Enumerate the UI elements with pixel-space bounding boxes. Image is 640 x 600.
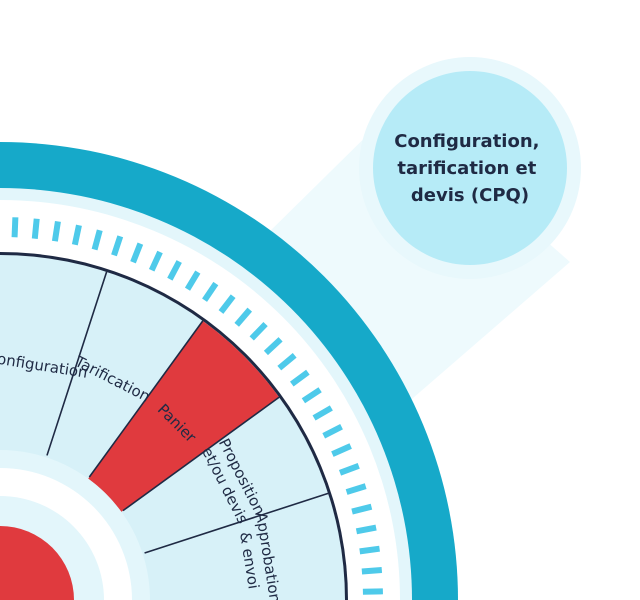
segment-panier-highlight (88, 320, 280, 512)
callout-line-1: Configuration, (394, 131, 539, 152)
cpq-callout: Configuration, tarification et devis (CP… (359, 57, 581, 279)
dash-mark (218, 294, 236, 314)
callout-circle (373, 71, 567, 265)
dash-mark (167, 260, 182, 281)
dash-mark (234, 307, 253, 327)
callout-title: Configuration, tarification et devis (CP… (394, 131, 546, 206)
dash-mark (249, 321, 268, 341)
dash-mark (301, 387, 322, 404)
dash-mark (355, 524, 377, 535)
dash-mark (345, 483, 367, 495)
dash-mark (130, 242, 144, 264)
dash-mark (51, 220, 61, 242)
dash-mark (338, 463, 360, 476)
dash-mark (362, 588, 383, 595)
dash-mark (351, 503, 373, 515)
dash-mark (148, 250, 163, 272)
dash-ring (11, 217, 383, 595)
segment-divider (88, 320, 204, 478)
dash-mark (202, 281, 219, 302)
dash-mark (11, 217, 19, 238)
dash-mark (91, 229, 103, 251)
dash-mark (111, 235, 124, 257)
dash-mark (277, 353, 297, 371)
segment-divider (46, 271, 108, 456)
dash-mark (359, 545, 380, 555)
dash-mark (322, 424, 343, 439)
callout-line-3: devis (CPQ) (411, 185, 529, 206)
dash-mark (331, 443, 352, 457)
core-disc (0, 526, 74, 600)
dash-mark (71, 224, 82, 246)
dash-mark (31, 218, 40, 239)
dash-mark (361, 566, 383, 575)
dash-mark (312, 405, 333, 421)
callout-line-2: tarification et (397, 158, 536, 179)
dash-mark (184, 270, 201, 291)
segment-divider (122, 396, 280, 512)
wheel-core (0, 450, 150, 600)
dash-mark (263, 337, 283, 356)
dash-mark (290, 369, 310, 387)
segment-divider (144, 492, 329, 554)
